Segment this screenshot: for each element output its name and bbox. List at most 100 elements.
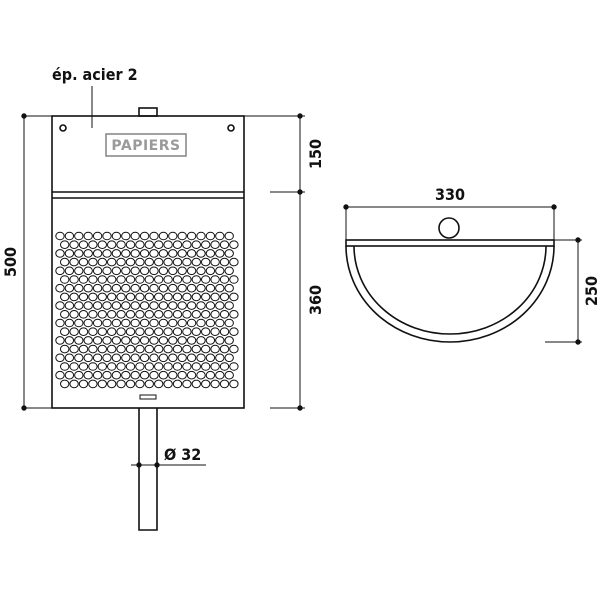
perforation-hole xyxy=(74,249,84,258)
perforation-hole xyxy=(55,283,65,293)
perforation-hole xyxy=(154,292,164,302)
perforation-hole xyxy=(139,231,150,241)
perforation-hole xyxy=(130,336,140,345)
perforation-hole xyxy=(177,231,187,241)
perforation-hole xyxy=(210,344,220,354)
perforation-hole xyxy=(229,379,239,389)
perforation-hole xyxy=(196,318,206,328)
perforation-hole xyxy=(125,257,136,267)
perforation-hole xyxy=(177,353,187,363)
perforation-hole xyxy=(196,266,206,276)
perforation-hole xyxy=(102,283,112,293)
perforation-hole xyxy=(182,379,192,389)
perforation-hole xyxy=(107,344,117,354)
perforation-hole xyxy=(191,344,202,354)
perforation-hole xyxy=(64,249,75,258)
perforation-hole xyxy=(83,283,93,293)
perforation-hole xyxy=(201,362,211,371)
perforation-hole xyxy=(135,275,145,284)
perforation-hole xyxy=(83,336,93,345)
perforation-hole xyxy=(210,327,220,337)
perforation-hole xyxy=(139,266,150,276)
perforation-hole xyxy=(78,257,89,267)
perforation-hole xyxy=(116,310,126,319)
perforation-hole xyxy=(191,362,202,371)
perforation-hole xyxy=(139,301,150,310)
perforation-hole xyxy=(135,292,145,302)
perforation-hole xyxy=(111,336,122,345)
perforation-hole xyxy=(149,249,159,258)
perforation-hole xyxy=(102,266,112,276)
perforation-hole xyxy=(186,231,197,241)
perforation-hole xyxy=(59,310,70,319)
perforation-hole xyxy=(102,370,112,380)
perforation-hole xyxy=(64,370,75,380)
perforation-hole xyxy=(130,231,140,241)
perforation-hole xyxy=(163,310,173,319)
perforation-hole xyxy=(210,257,220,267)
perforation-hole xyxy=(125,327,136,337)
perforation-hole xyxy=(163,292,173,302)
perforation-hole xyxy=(201,327,211,337)
perforation-hole xyxy=(92,249,103,258)
perforation-hole xyxy=(191,257,202,267)
perforation-hole xyxy=(125,310,136,319)
perforation-hole xyxy=(59,257,70,267)
perforation-hole xyxy=(224,336,234,345)
perforation-hole xyxy=(158,336,169,345)
perforation-hole xyxy=(144,310,155,319)
perforation-hole xyxy=(139,249,150,258)
perforation-hole xyxy=(163,327,173,337)
perforation-hole xyxy=(97,327,108,337)
perforation-hole xyxy=(144,275,155,284)
perforation-hole xyxy=(121,283,131,293)
perforation-hole xyxy=(196,249,206,258)
front-view xyxy=(51,107,245,531)
perforation-hole xyxy=(177,336,187,345)
perforation-hole xyxy=(121,231,131,241)
perforation-hole xyxy=(102,336,112,345)
perforation-hole xyxy=(64,301,75,310)
plate-text: PAPIERS xyxy=(111,138,180,154)
perforation-hole xyxy=(201,379,211,389)
perforation-hole xyxy=(158,370,169,380)
perforation-hole xyxy=(74,266,84,276)
perforation-hole xyxy=(229,310,239,319)
perforation-hole xyxy=(135,257,145,267)
perforation-hole xyxy=(74,283,84,293)
perforation-hole xyxy=(102,301,112,310)
perforation-hole xyxy=(135,362,145,371)
perforation-hole xyxy=(177,266,187,276)
perforation-hole xyxy=(83,249,93,258)
perforation-hole xyxy=(144,327,155,337)
perforation-hole xyxy=(205,370,216,380)
perforation-hole xyxy=(154,257,164,267)
bin-body xyxy=(51,115,245,409)
perforation-hole xyxy=(158,266,169,276)
perforation-hole xyxy=(163,379,173,389)
perforation-hole xyxy=(186,266,197,276)
perforation-hole xyxy=(149,336,159,345)
bowl-inner xyxy=(353,245,547,335)
perforation-hole xyxy=(125,362,136,371)
perforation-hole xyxy=(182,292,192,302)
perforation-hole xyxy=(125,379,136,389)
perforation-hole xyxy=(144,379,155,389)
perforation-hole xyxy=(154,327,164,337)
perforation-hole xyxy=(83,266,93,276)
perforation-hole xyxy=(78,275,89,284)
perforation-hole xyxy=(116,362,126,371)
perforation-hole xyxy=(182,240,192,249)
perforation-hole xyxy=(121,353,131,363)
perforation-hole xyxy=(97,292,108,302)
perforation-hole xyxy=(154,275,164,284)
perforation-hole xyxy=(83,353,93,363)
perforation-hole xyxy=(149,266,159,276)
perforation-hole xyxy=(182,310,192,319)
perforation-hole xyxy=(92,231,103,241)
perforation-hole xyxy=(219,344,230,354)
perforation-hole xyxy=(59,292,70,302)
perforation-hole xyxy=(121,266,131,276)
perforation-hole xyxy=(144,292,155,302)
perforation-hole xyxy=(59,275,70,284)
